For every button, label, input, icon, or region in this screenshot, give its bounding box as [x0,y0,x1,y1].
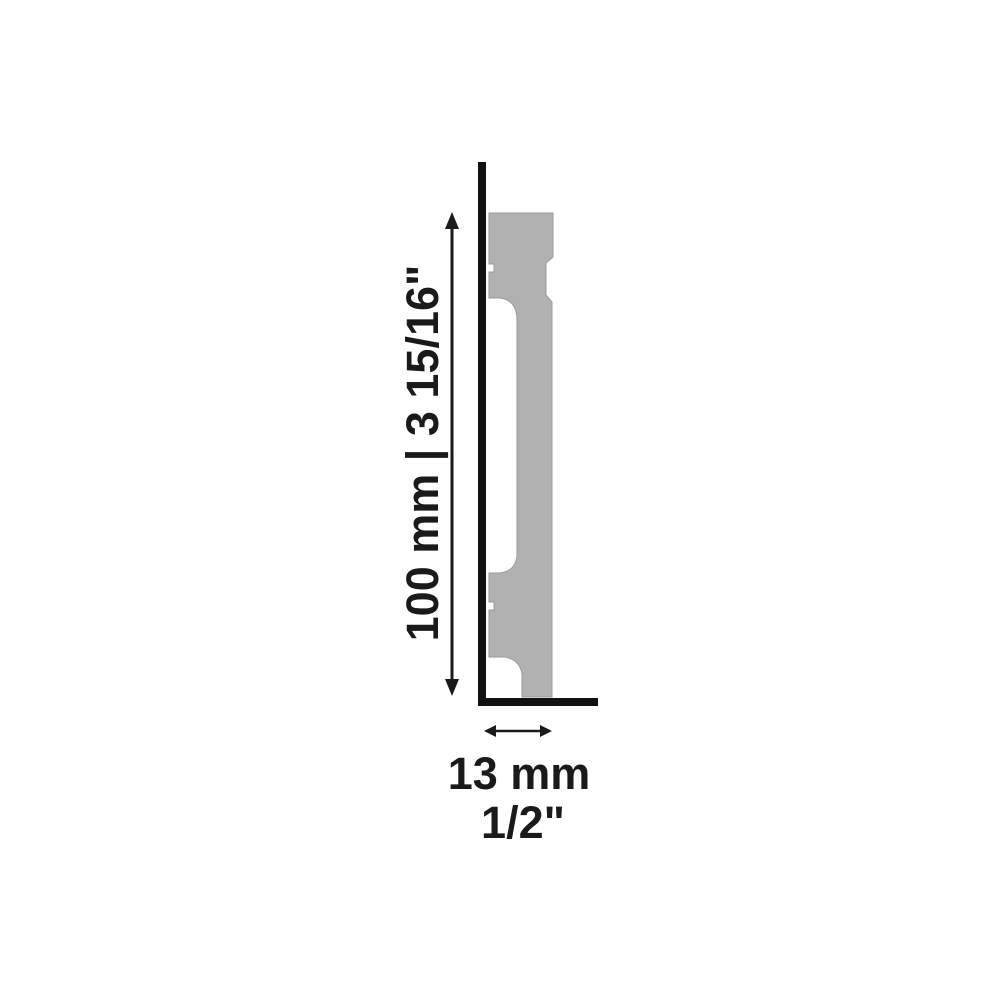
width-metric-label: 13 mm [448,748,591,799]
height-arrowhead-top [445,212,459,229]
width-arrowhead-right [540,725,552,737]
skirting-profile-shape [488,212,554,698]
height-separator: | [397,449,449,462]
width-imperial-label: 1/2" [481,797,565,848]
height-metric-text: 100 mm [397,474,448,642]
height-arrowhead-bottom [445,679,459,696]
height-separator-text [397,461,448,474]
height-dimension-label: 100 mm | 3 15/16" [397,265,449,642]
width-arrowhead-left [484,725,496,737]
height-imperial-text: 3 15/16" [397,265,448,436]
